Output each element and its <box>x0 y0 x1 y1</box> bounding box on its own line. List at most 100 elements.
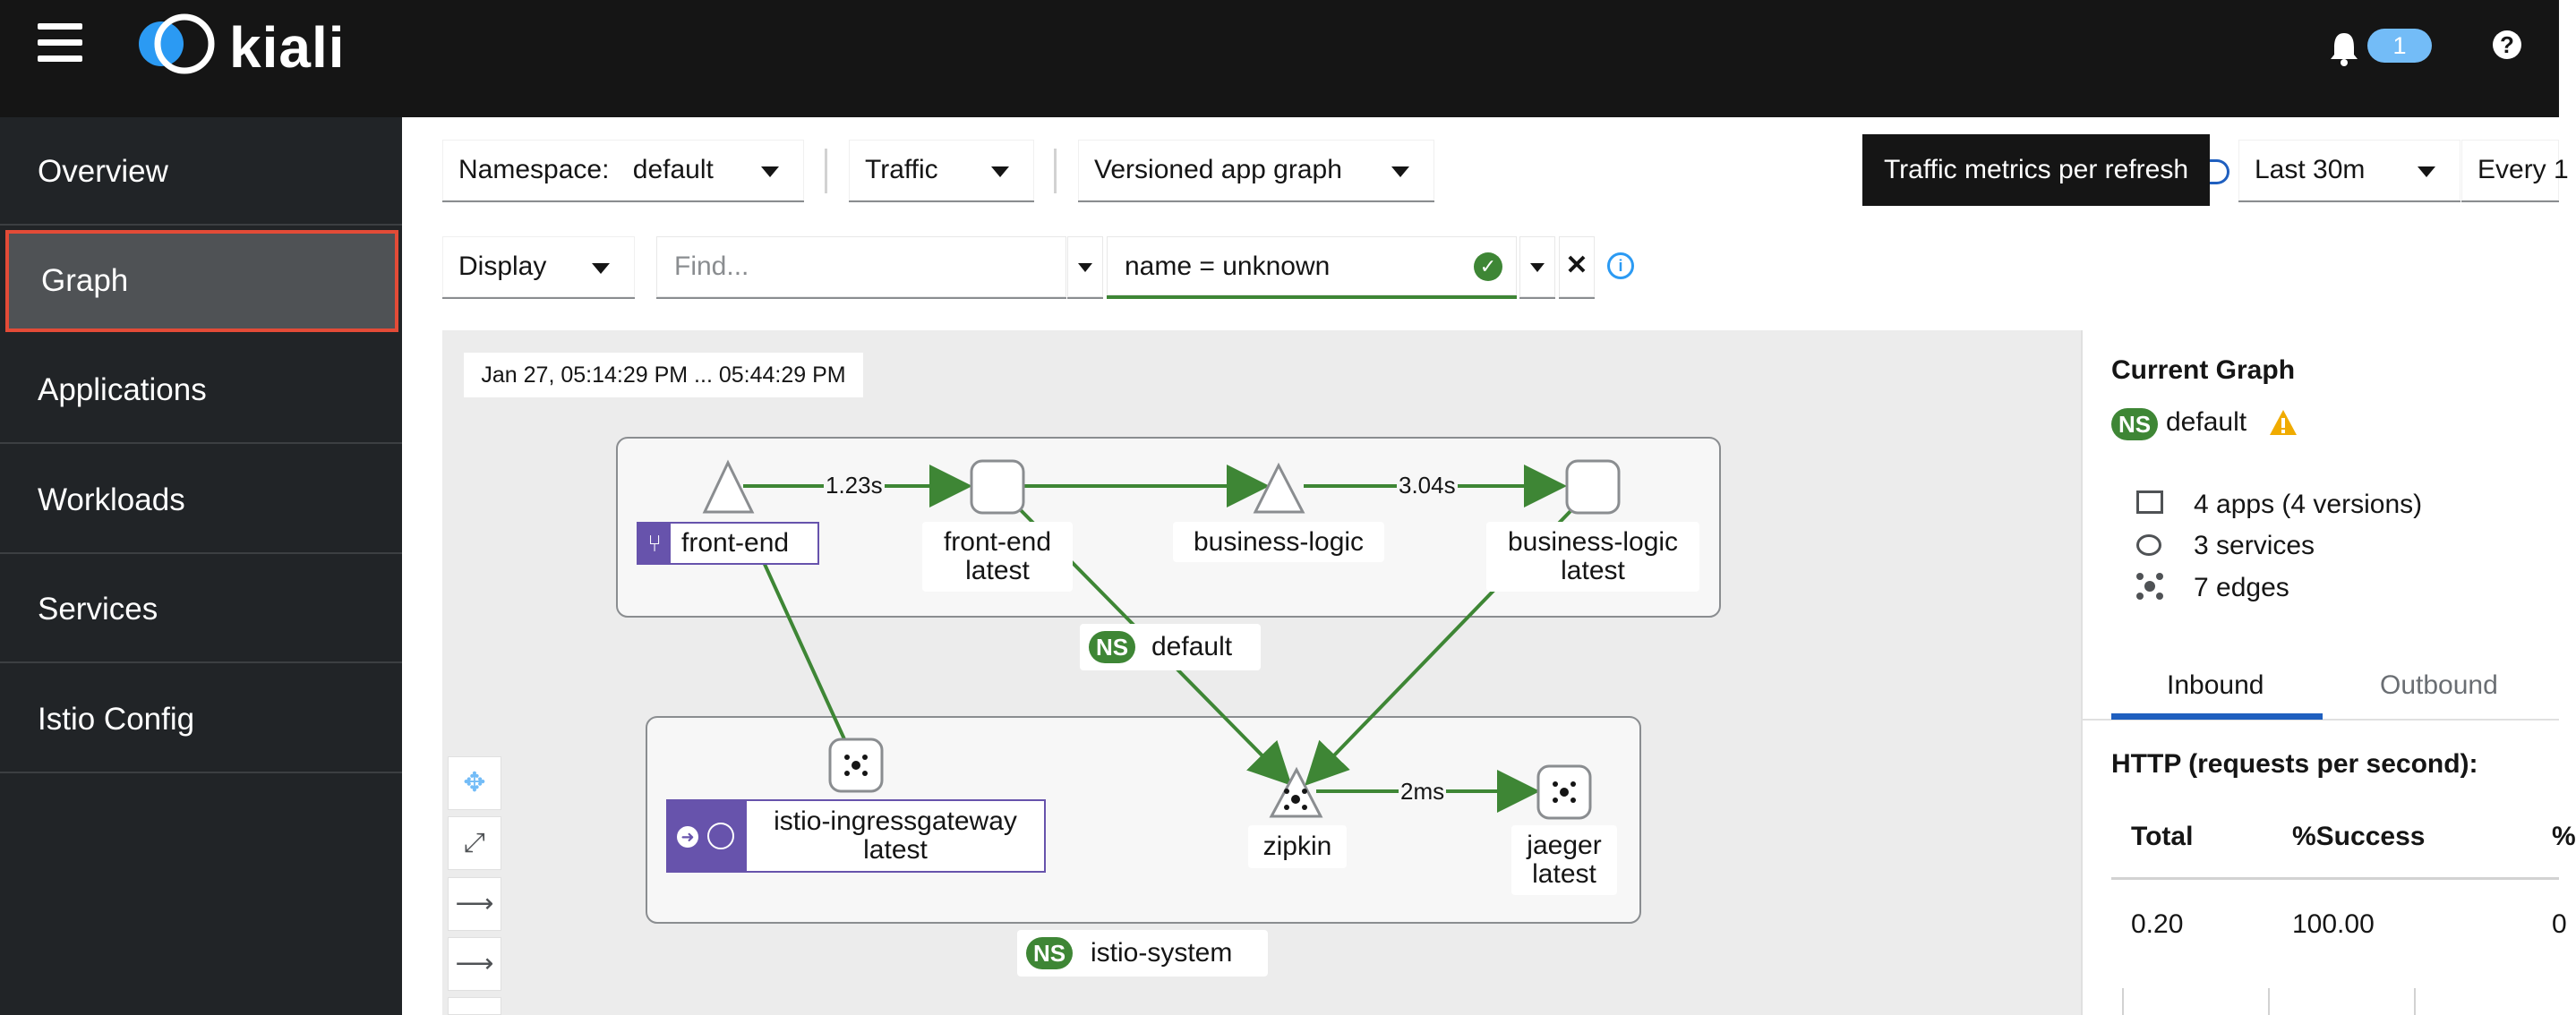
label-business-logic-latest-line2: latest <box>1561 556 1625 585</box>
label-front-end-latest-line1: front-end <box>943 527 1052 557</box>
sidebar-nav: Overview Graph Applications Workloads Se… <box>0 117 402 1015</box>
ingress-gateway-icon: ➜ <box>668 801 747 871</box>
refresh-interval-select[interactable]: Every 1 <box>2461 140 2569 202</box>
http-title: HTTP (requests per second): <box>2111 749 2478 779</box>
chevron-down-icon <box>1530 263 1545 272</box>
brand-name: kiali <box>229 15 346 80</box>
notification-count-badge[interactable]: 1 <box>2367 29 2432 63</box>
edge-label-3: 2ms <box>1399 778 1447 806</box>
tab-bar-border <box>2081 719 2559 721</box>
hide-options-button[interactable] <box>1519 236 1555 299</box>
kiali-logo-mark-icon <box>139 13 215 74</box>
toolbar-divider <box>1054 149 1057 193</box>
clear-hide-button[interactable]: ✕ <box>1559 236 1595 299</box>
panel-edges-count: 7 edges <box>2194 573 2289 602</box>
label-jaeger-latest-line1: jaeger <box>1527 831 1602 860</box>
col-more: % <box>2552 822 2576 851</box>
label-front-end-latest-line2: latest <box>965 556 1030 585</box>
graph-type-select[interactable]: Versioned app graph <box>1078 140 1434 202</box>
node-business-logic-app[interactable] <box>1253 462 1305 514</box>
ns-badge: NS <box>1026 937 1074 969</box>
pan-icon[interactable]: ✥ <box>448 756 501 810</box>
graph-type-label: Versioned app graph <box>1094 155 1342 184</box>
layout-arrow-icon[interactable]: ⟶ <box>448 877 501 931</box>
sidebar-item-services[interactable]: Services <box>0 555 402 663</box>
tab-inbound[interactable]: Inbound <box>2167 670 2264 700</box>
label-business-logic-latest-line1: business-logic <box>1507 527 1679 557</box>
ns-badge: NS <box>2111 408 2159 440</box>
find-options-button[interactable] <box>1067 236 1103 299</box>
label-istio-ingressgateway[interactable]: ➜ istio-ingressgateway latest <box>666 799 1046 873</box>
mesh-icon <box>844 755 868 776</box>
label-front-end-latest[interactable]: front-end latest <box>922 522 1073 592</box>
node-front-end-app[interactable] <box>702 459 755 514</box>
traffic-label: Traffic <box>865 155 938 184</box>
graph-control-more[interactable] <box>448 997 501 1015</box>
hamburger-menu-icon[interactable] <box>38 23 82 63</box>
kiali-logo[interactable]: kiali <box>131 13 355 80</box>
sidebar-item-applications[interactable]: Applications <box>0 336 402 444</box>
edge-ingress-to-frontend[interactable] <box>761 559 847 742</box>
chevron-down-icon <box>592 263 610 274</box>
git-branch-icon: ⑂ <box>638 524 671 563</box>
tab-active-indicator <box>2111 713 2323 720</box>
sidebar-item-overview[interactable]: Overview <box>0 117 402 226</box>
label-business-logic[interactable]: business-logic <box>1173 522 1384 562</box>
hide-input[interactable]: name = unknown ✓ <box>1107 236 1517 299</box>
sidebar-item-workloads[interactable]: Workloads <box>0 446 402 554</box>
col-success: %Success <box>2292 822 2426 851</box>
services-icon <box>2136 534 2161 556</box>
label-business-logic-latest[interactable]: business-logic latest <box>1486 522 1699 592</box>
namespace-value: default <box>632 155 714 184</box>
check-circle-icon: ✓ <box>1474 252 1502 281</box>
namespace-label-default[interactable]: NS default <box>1080 624 1261 670</box>
namespace-label-istio-system[interactable]: NS istio-system <box>1017 930 1268 977</box>
sidebar-item-istio-config[interactable]: Istio Config <box>0 665 402 773</box>
duration-select[interactable]: Last 30m <box>2238 140 2460 202</box>
node-business-logic-latest-workload[interactable] <box>1565 459 1621 515</box>
col-total: Total <box>2131 822 2194 851</box>
edge-label-2: 3.04s <box>1397 472 1458 499</box>
layout-arrow-icon[interactable]: ⟶ <box>448 937 501 991</box>
chevron-down-icon <box>991 166 1009 177</box>
traffic-metrics-tooltip: Traffic metrics per refresh <box>1862 134 2210 206</box>
panel-title: Current Graph <box>2111 355 2296 385</box>
panel-services-count: 3 services <box>2194 531 2315 560</box>
label-front-end[interactable]: ⑂ front-end <box>637 522 819 565</box>
label-istio-ingressgateway-line2: latest <box>863 835 928 865</box>
node-zipkin-service[interactable] <box>1269 766 1323 818</box>
fit-to-screen-icon[interactable]: ⤢ <box>448 816 501 870</box>
bell-icon[interactable] <box>2328 30 2360 66</box>
help-icon[interactable]: ? <box>2493 30 2521 59</box>
sidebar-item-graph[interactable]: Graph <box>5 230 398 332</box>
warning-icon <box>2270 410 2297 435</box>
tab-outbound[interactable]: Outbound <box>2380 670 2498 700</box>
table-header-border <box>2111 877 2559 880</box>
ns-badge: NS <box>1089 631 1136 663</box>
info-icon[interactable]: i <box>1607 252 1634 279</box>
refresh-interval-label: Every 1 <box>2478 155 2569 184</box>
find-input[interactable]: Find... <box>656 236 1066 299</box>
label-zipkin[interactable]: zipkin <box>1248 825 1347 868</box>
chevron-down-icon <box>1078 263 1092 272</box>
namespace-label-istio-system-text: istio-system <box>1091 938 1233 968</box>
val-total: 0.20 <box>2131 909 2184 939</box>
duration-label: Last 30m <box>2255 155 2366 184</box>
display-select[interactable]: Display <box>442 236 635 299</box>
node-front-end-latest-workload[interactable] <box>970 459 1025 515</box>
chart-axis-tick <box>2414 988 2416 1015</box>
val-more: 0 <box>2552 909 2567 939</box>
panel-namespace[interactable]: default <box>2166 407 2247 437</box>
namespace-label: Namespace: <box>458 155 610 184</box>
chart-axis-tick <box>2122 988 2124 1015</box>
panel-apps-count: 4 apps (4 versions) <box>2194 490 2423 519</box>
namespace-label-default-text: default <box>1151 632 1233 661</box>
mesh-icon <box>1284 789 1307 810</box>
label-jaeger-latest[interactable]: jaeger latest <box>1511 825 1617 895</box>
val-success: 100.00 <box>2292 909 2375 939</box>
namespace-select[interactable]: Namespace: default <box>442 140 804 202</box>
refresh-icon[interactable] <box>2210 159 2229 184</box>
traffic-select[interactable]: Traffic <box>849 140 1034 202</box>
graph-timestamp: Jan 27, 05:14:29 PM ... 05:44:29 PM <box>464 353 863 397</box>
top-masthead: kiali 1 ? <box>0 0 2559 117</box>
